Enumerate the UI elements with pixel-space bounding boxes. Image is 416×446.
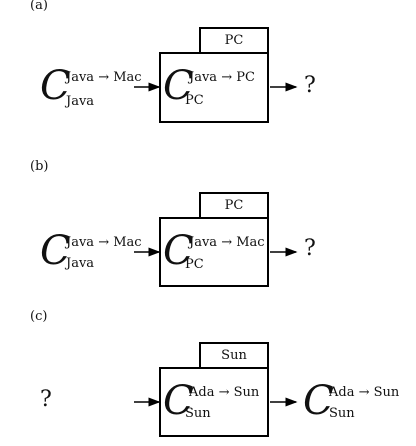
panel-b-output-unknown: ? — [304, 236, 316, 261]
panel-a-output-unknown: ? — [304, 73, 316, 98]
compiler-symbol: C — [40, 228, 71, 274]
compiler-symbol: C — [163, 378, 194, 424]
panel-c-machine-tab: Sun — [199, 342, 269, 369]
panel-b-label: (b) — [30, 159, 49, 174]
inner-compiler-translation: Ada → Sun — [189, 385, 260, 400]
panel-a-label: (a) — [30, 0, 48, 13]
compiler-symbol: C — [163, 63, 194, 109]
panel-c-machine-box — [159, 367, 269, 437]
panel-c-label: (c) — [30, 309, 48, 324]
inner-compiler-translation: Java → PC — [189, 70, 255, 85]
input-compiler-translation: Java → Mac — [66, 235, 142, 250]
compiler-symbol: C — [303, 378, 334, 424]
input-compiler-translation: Java → Mac — [66, 70, 142, 85]
output-compiler-translation: Ada → Sun — [329, 385, 400, 400]
output-compiler-language: Sun — [329, 406, 355, 421]
panel-a-machine-tab: PC — [199, 27, 269, 54]
panel-b-machine-box — [159, 217, 269, 287]
inner-compiler-language: PC — [185, 257, 204, 272]
input-compiler-language: Java — [66, 94, 95, 109]
inner-compiler-translation: Java → Mac — [189, 235, 265, 250]
inner-compiler-language: Sun — [185, 406, 211, 421]
input-compiler-language: Java — [66, 256, 95, 271]
inner-compiler-language: PC — [185, 93, 204, 108]
compiler-symbol: C — [40, 63, 71, 109]
compiler-symbol: C — [163, 228, 194, 274]
panel-c-input-unknown: ? — [40, 387, 52, 412]
